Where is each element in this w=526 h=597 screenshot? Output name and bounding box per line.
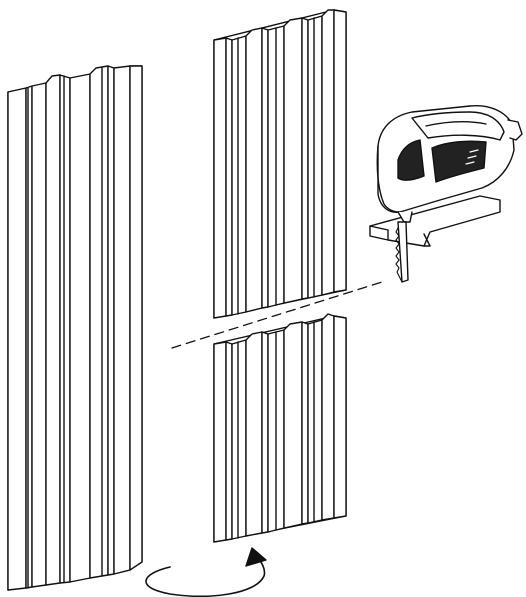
jigsaw-tool: [370, 106, 522, 282]
upper-cut-panel: [214, 10, 346, 318]
rotate-arrow-icon: [146, 548, 266, 596]
cut-line: [172, 282, 382, 348]
full-wall-panel: [8, 66, 142, 590]
lower-cut-panel: [214, 314, 346, 542]
